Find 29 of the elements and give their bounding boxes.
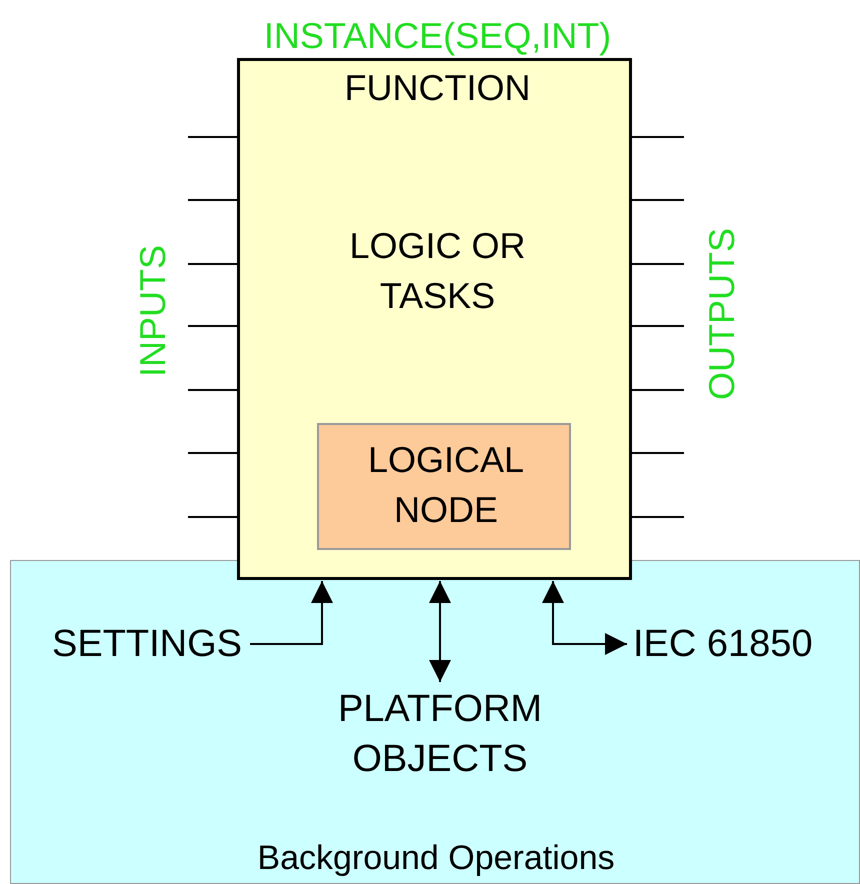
- side-label: INPUTS: [131, 245, 174, 378]
- arrow: [429, 581, 451, 682]
- background-band: [10, 560, 860, 884]
- input-line: [188, 199, 237, 201]
- input-line: [188, 136, 237, 138]
- output-line: [632, 136, 684, 138]
- input-line: [188, 516, 237, 518]
- arrow: [542, 581, 627, 655]
- output-line: [632, 389, 684, 391]
- band-title: Background Operations: [256, 838, 616, 879]
- output-line: [632, 516, 684, 518]
- side-label: OUTPUTS: [700, 228, 743, 400]
- output-line: [632, 199, 684, 201]
- block-title: FUNCTION: [344, 66, 532, 110]
- text-label: PLATFORM OBJECTS: [320, 684, 560, 784]
- input-line: [188, 389, 237, 391]
- text-label: SETTINGS: [52, 619, 242, 669]
- block-heading: INSTANCE(SEQ,INT): [262, 14, 612, 58]
- input-line: [188, 325, 237, 327]
- output-line: [632, 263, 684, 265]
- block-text: LOGIC OR TASKS: [348, 224, 527, 318]
- input-line: [188, 452, 237, 454]
- output-line: [632, 452, 684, 454]
- node-title: LOGICAL NODE: [366, 438, 526, 532]
- output-line: [632, 325, 684, 327]
- input-line: [188, 263, 237, 265]
- arrow: [250, 581, 333, 645]
- logical-node-box: [317, 423, 571, 550]
- text-label: IEC 61850: [633, 619, 813, 669]
